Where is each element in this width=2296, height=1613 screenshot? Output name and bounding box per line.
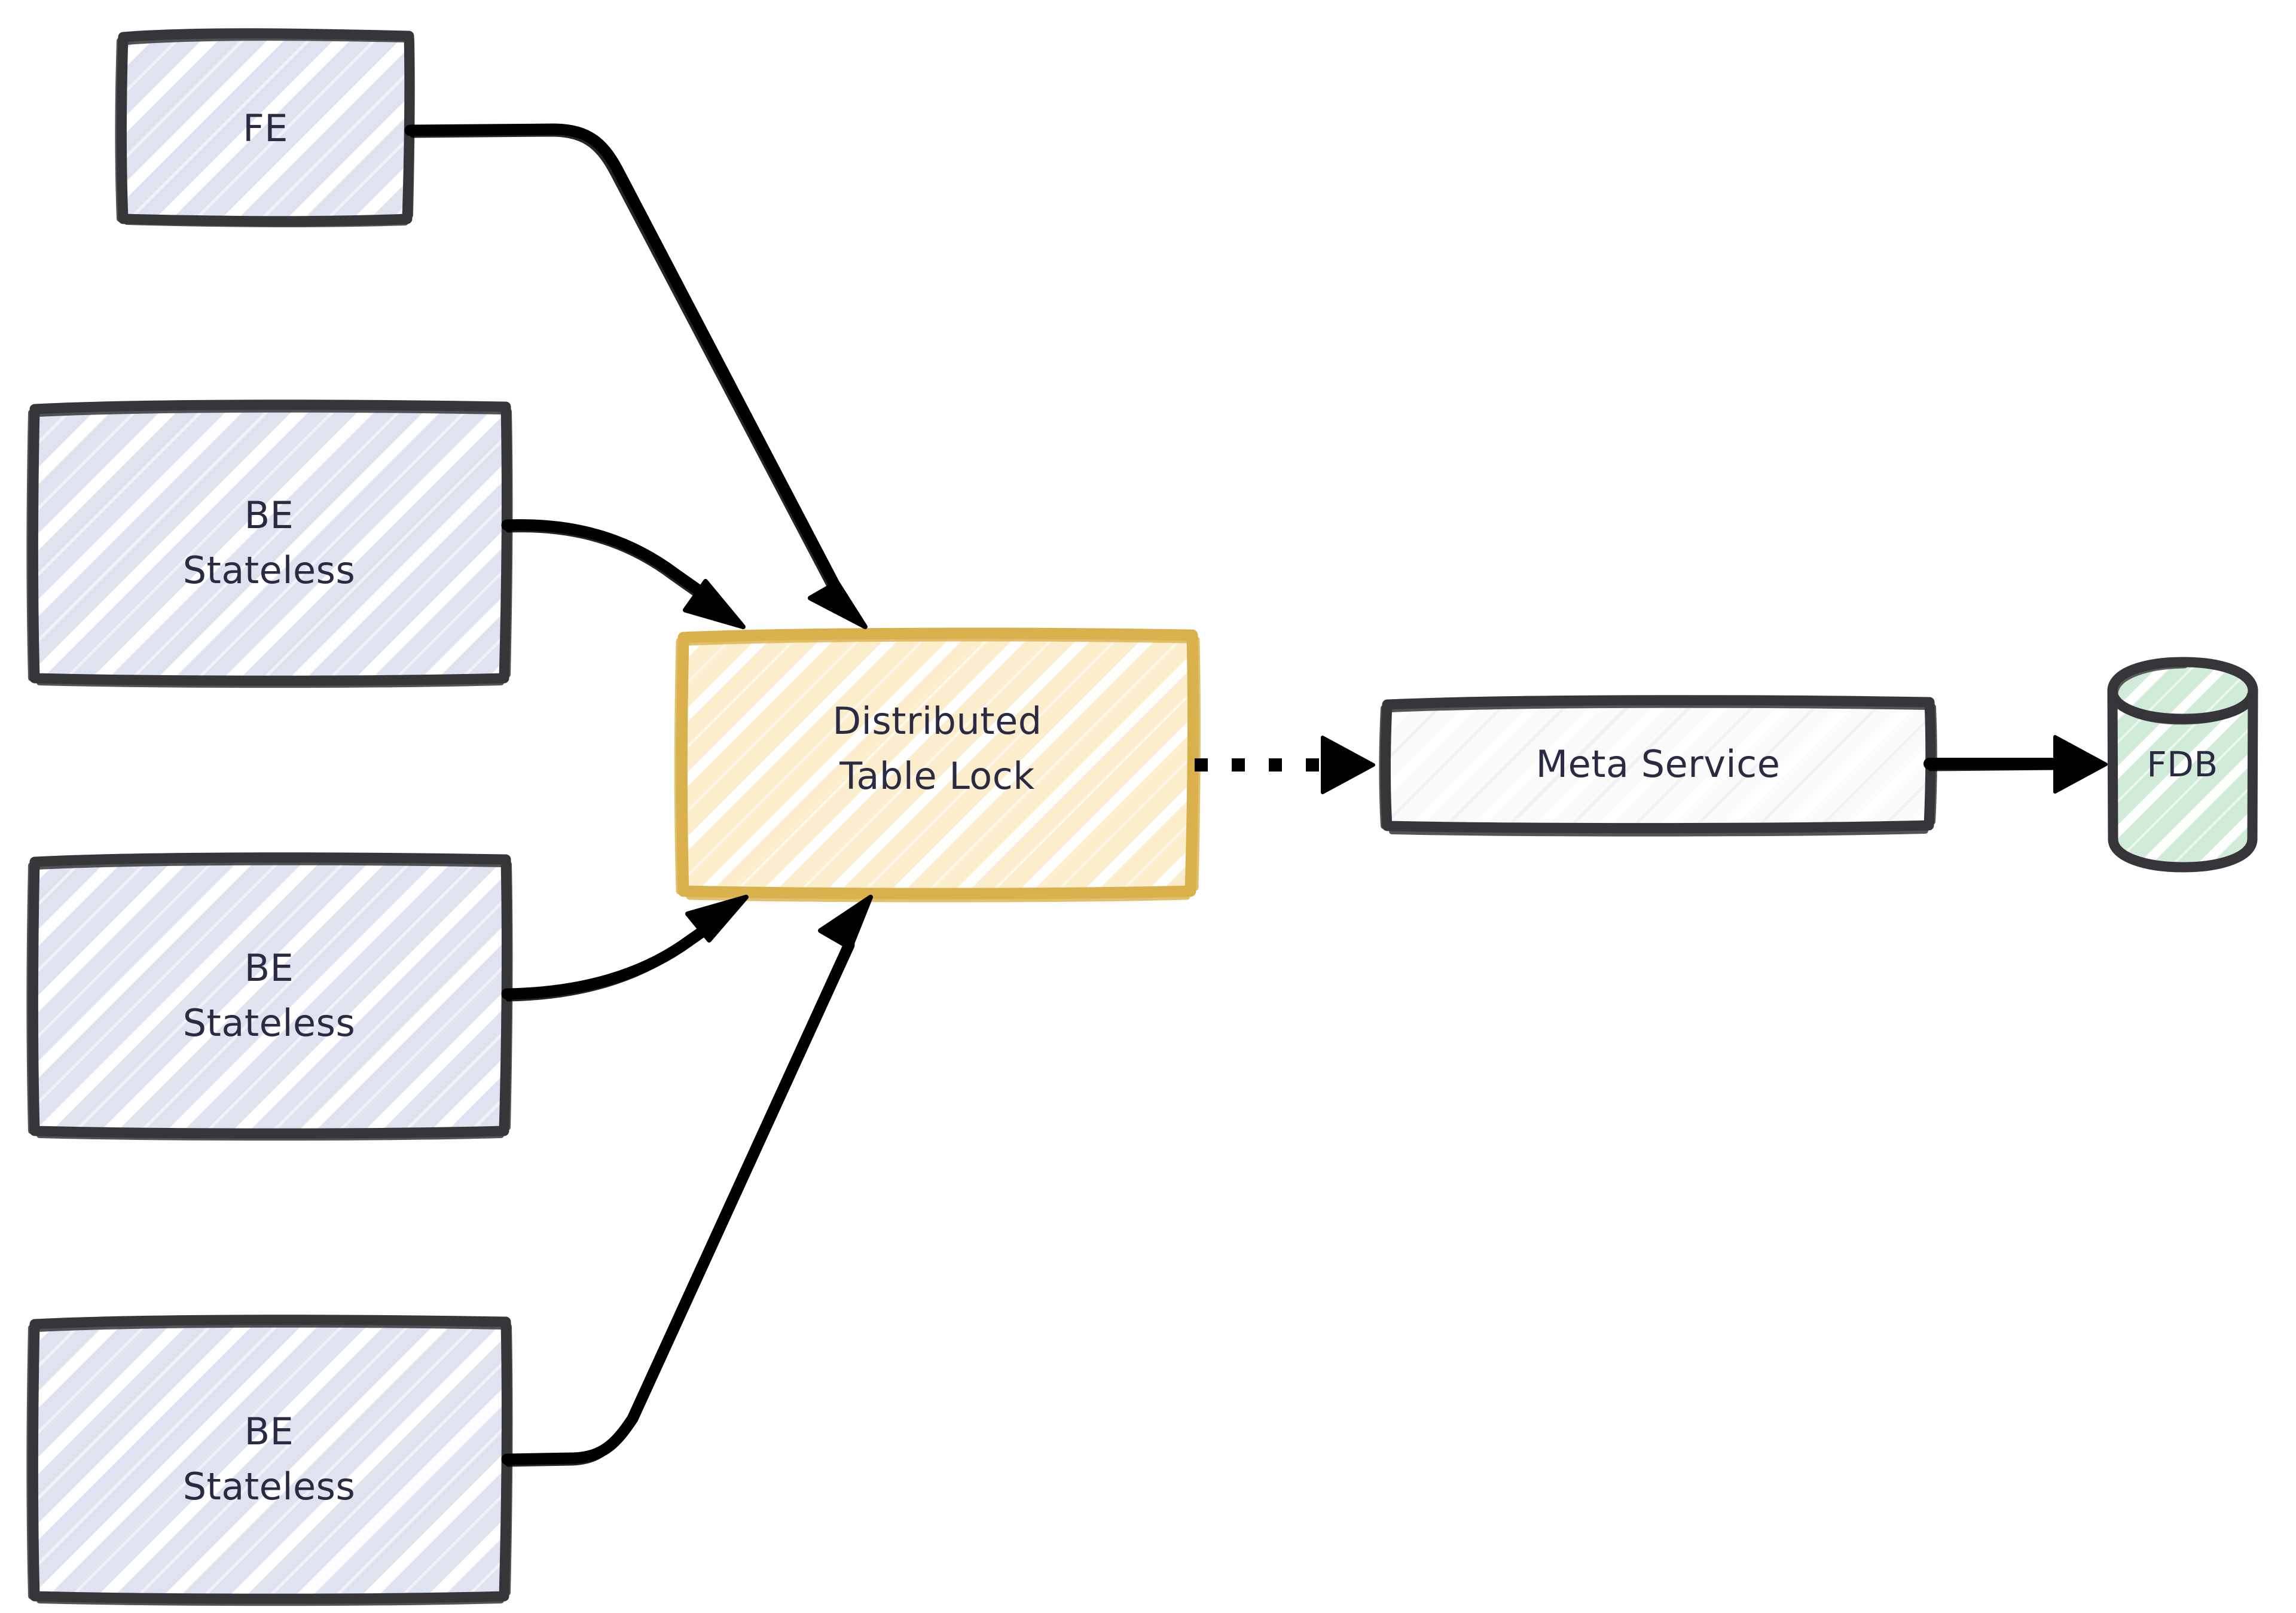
edge-be3-to-lock-line xyxy=(501,939,855,1465)
edge-meta-to-fdb[interactable] xyxy=(1923,735,2108,794)
edge-lock-to-meta-arrowhead xyxy=(1321,736,1375,794)
edge-meta-to-fdb-line-2 xyxy=(1928,764,2063,772)
edge-fe-to-lock-arrowhead xyxy=(808,580,868,629)
fe-node[interactable] xyxy=(115,28,415,227)
fdb-bottom xyxy=(2108,834,2258,873)
meta-node-fill xyxy=(1387,702,1929,827)
edge-fe-to-lock-line xyxy=(404,123,849,607)
edge-be1-to-lock[interactable] xyxy=(501,519,746,629)
be1-node-border-2 xyxy=(26,406,513,688)
edge-lock-to-meta[interactable] xyxy=(1195,736,1375,794)
be1-node-fill xyxy=(35,407,505,679)
be1-node-border xyxy=(28,400,512,686)
edge-be3-to-lock-line-2 xyxy=(505,947,848,1467)
fdb-top-ellipse-back xyxy=(2107,657,2258,696)
edge-be1-to-lock-line-2 xyxy=(505,527,713,608)
distributed-table-lock-node[interactable] xyxy=(674,627,1201,902)
edge-fe-to-lock[interactable] xyxy=(404,123,868,629)
fdb-sides xyxy=(2107,685,2258,844)
be-stateless-node-1[interactable] xyxy=(26,400,513,688)
edge-fe-to-lock-line-2 xyxy=(410,131,842,608)
meta-service-node[interactable] xyxy=(1379,695,1937,837)
edge-be3-to-lock[interactable] xyxy=(501,895,873,1467)
be3-node-fill xyxy=(35,1322,505,1597)
edge-be1-to-lock-arrowhead xyxy=(683,579,746,629)
be2-node-fill xyxy=(35,859,505,1132)
edge-be3-to-lock-arrowhead xyxy=(818,895,873,950)
edge-be2-to-lock-arrowhead xyxy=(685,895,749,943)
fdb-database-node[interactable] xyxy=(2107,657,2258,873)
lock-node-border xyxy=(676,627,1199,900)
fdb-node-fill xyxy=(2113,663,2252,867)
edge-be2-to-lock[interactable] xyxy=(501,895,749,1002)
edge-be2-to-lock-line-2 xyxy=(505,923,717,1002)
edge-be1-to-lock-line xyxy=(501,519,720,607)
lock-node-fill xyxy=(683,635,1192,892)
fdb-sketch-pass xyxy=(2112,663,2252,725)
be-stateless-node-2[interactable] xyxy=(26,852,513,1141)
be-stateless-node-3[interactable] xyxy=(26,1315,513,1606)
fe-node-fill xyxy=(123,36,408,219)
edge-meta-to-fdb-arrowhead xyxy=(2053,735,2108,794)
